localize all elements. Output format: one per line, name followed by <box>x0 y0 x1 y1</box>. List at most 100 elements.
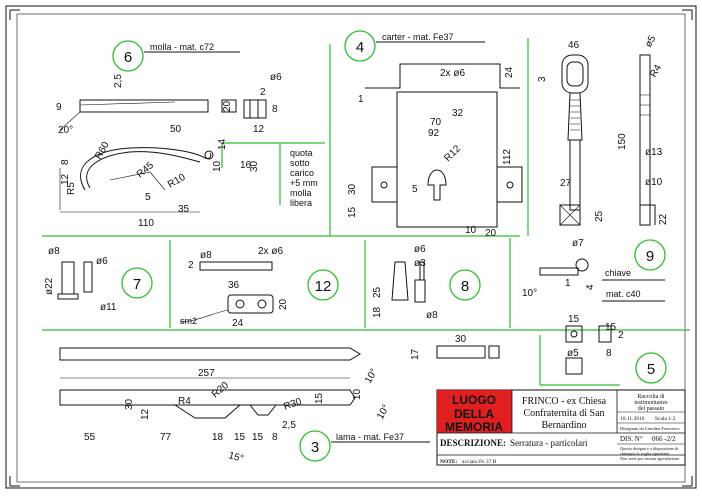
blade-top-view <box>59 347 361 361</box>
dimension-label: ø6 <box>96 256 108 267</box>
dimension-label: quota <box>290 148 313 158</box>
dimension-label: 22 <box>658 213 669 225</box>
part-4-housing: 4 carter - mat. Fe37 2x ø6 24 1 70 32 92… <box>344 30 523 239</box>
brand-logo-box <box>437 390 512 433</box>
keyhole <box>427 169 447 201</box>
dimension-label: 10° <box>522 288 537 299</box>
dimension-label: R12 <box>442 143 463 164</box>
part-12-label: sm2 <box>180 316 197 326</box>
part-9-material: mat. c40 <box>606 289 641 299</box>
dimension-label: 2,5 <box>113 74 124 88</box>
blade-side-view <box>59 389 356 406</box>
dimension-label: 14 <box>217 138 228 150</box>
place-line-1: FRINCO - ex Chiesa <box>522 396 607 407</box>
dimension-label: ø6 <box>270 72 282 83</box>
key-side-view <box>639 54 651 226</box>
dimension-label: 8 <box>272 104 278 115</box>
dimension-label: 8 <box>60 159 71 165</box>
part-12-plate: 12 sm2 2x ø6 ø8 36 20 24 2 <box>179 246 339 329</box>
spring-flat-view <box>79 99 209 113</box>
key-bit <box>559 204 581 226</box>
dimension-label: libera <box>290 198 312 208</box>
dimension-label: 1 <box>565 278 571 289</box>
dimension-label: 150 <box>617 133 628 150</box>
part-number-7: 7 <box>133 276 141 293</box>
dimension-label: 20° <box>58 125 73 136</box>
dimension-label: 20 <box>222 100 233 112</box>
dimension-label: 10° <box>375 403 392 422</box>
place-line-3: Bernardino <box>542 420 587 431</box>
part-number-4: 4 <box>356 39 364 56</box>
spring-curve <box>80 147 212 191</box>
dimension-label: 32 <box>452 108 464 119</box>
dimension-label: ø10 <box>645 177 663 188</box>
drawing-scale: Scala 1:2 <box>655 416 676 422</box>
dimension-label: ø11 <box>100 302 117 313</box>
section-separators <box>42 38 690 386</box>
dimension-label: ø5 <box>567 348 579 359</box>
dimension-label: 35 <box>178 204 190 215</box>
dimension-label: 8 <box>606 348 612 359</box>
dimension-label: 24 <box>504 66 515 78</box>
dimension-label: 10° <box>363 367 380 386</box>
dimension-label: 110 <box>138 218 154 229</box>
dimension-label: R20 <box>210 380 231 401</box>
key-bow <box>561 54 589 94</box>
dimension-label: 30 <box>347 183 358 195</box>
dimension-label: 20 <box>485 228 497 239</box>
dimension-label: R10 <box>166 172 188 191</box>
dimension-label: 10 <box>352 388 363 400</box>
dimension-label: 10 <box>212 160 223 172</box>
part-3-label: lama - mat. Fe37 <box>336 432 404 442</box>
part-number-6-badge <box>112 40 144 72</box>
part-5-nut: 15 15 ø5 8 2 5 <box>565 314 667 384</box>
dimension-label: 2 <box>188 260 194 271</box>
dimension-label: 5 <box>412 184 418 195</box>
dimension-label: 18 <box>212 432 224 443</box>
brand-line-3: MEMORIA <box>445 420 503 434</box>
note-label: NOTE: <box>440 459 458 465</box>
dimension-label: 30 <box>124 398 135 410</box>
housing-top-view <box>365 63 520 89</box>
dimension-label: R5 <box>66 182 77 195</box>
dimension-label: 30 <box>249 160 260 172</box>
dimension-label: 36 <box>228 280 240 291</box>
inner-frame <box>16 13 686 483</box>
dimension-label: 25 <box>372 286 383 298</box>
part-number-3: 3 <box>311 439 319 456</box>
dimension-label: 16 <box>240 160 252 171</box>
part-6-spring: 6 molla - mat. c72 2,5 9 20° 50 20 12 ø6… <box>56 40 318 229</box>
dimension-label: 2 <box>618 330 624 341</box>
dimension-label: R30 <box>282 396 303 413</box>
dimension-label: 15 <box>347 206 358 218</box>
spring-load-note: quota sotto carico +5 mm molla libera <box>290 148 318 208</box>
dimension-label: 20 <box>278 298 289 310</box>
dimension-label: ø7 <box>572 238 584 249</box>
dimension-label: 5 <box>145 192 151 203</box>
dimension-label: ø5 <box>643 34 659 50</box>
dimension-label: 15° <box>227 450 244 465</box>
dimension-label: 24 <box>232 318 244 329</box>
part-3-blade: 257 R20 R4 R30 12 30 10° 10° 15° 55 77 1… <box>59 347 430 465</box>
drawing-date: 10.11.2016 <box>620 416 645 422</box>
brand-line-2: DELLA <box>454 407 494 421</box>
dimension-label: sotto <box>290 158 310 168</box>
dimension-label: 46 <box>568 40 580 51</box>
dimension-label: 30 <box>455 334 467 345</box>
part-9-label: chiave <box>605 268 631 278</box>
title-block: LUOGO DELLA MEMORIA FRINCO - ex Chiesa C… <box>436 389 686 466</box>
dimension-label: R4 <box>178 396 191 407</box>
part-number-6: 6 <box>124 49 132 66</box>
part-number-8: 8 <box>461 278 469 295</box>
dimension-label: 17 <box>410 348 421 360</box>
dimension-label: 8 <box>272 432 278 443</box>
dimension-label: 12 <box>60 173 71 185</box>
description-label: DESCRIZIONE: <box>440 438 506 448</box>
dimension-label: 25 <box>594 210 605 222</box>
description-value: Serratura - particolari <box>510 438 588 448</box>
dimension-label: 92 <box>428 128 440 139</box>
brand-line-1: LUOGO <box>452 393 496 407</box>
dimension-label: 257 <box>198 368 215 379</box>
part-4-label: carter - mat. Fe37 <box>382 32 454 42</box>
part-1-bar: 30 17 <box>410 334 500 360</box>
